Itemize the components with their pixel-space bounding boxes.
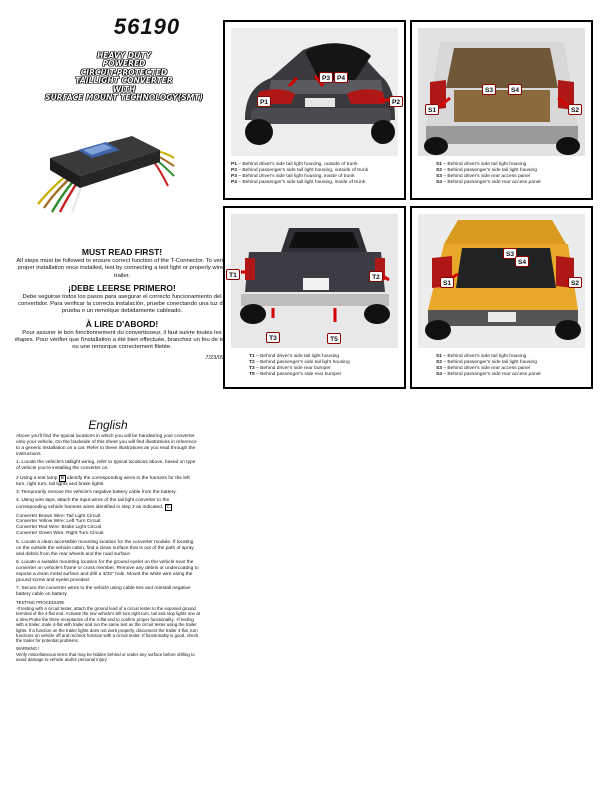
caption-line: S2 – Behind passenger's side tail light … bbox=[436, 360, 537, 366]
french-heading: À LIRE D'ABORD! bbox=[85, 318, 159, 329]
step-4: 4. Using wire taps, attach the input wir… bbox=[16, 498, 172, 512]
revision-date: 7/23/09 bbox=[205, 354, 224, 361]
panel-suv: S1 S2 S3 S4 S1 – Behind driver's side ta… bbox=[410, 20, 593, 200]
tag-s2: S2 bbox=[568, 104, 583, 115]
truck-rear-image bbox=[231, 214, 398, 348]
wire-item: Converter Red Wire: Brake Light Circuit bbox=[16, 525, 102, 531]
step-2: 2 Using a test lamp B identify the corre… bbox=[16, 474, 190, 487]
xterra-captions: S1 – Behind driver's side tail light hou… bbox=[436, 354, 586, 378]
title-line: WITH bbox=[112, 84, 136, 94]
step-5: 5. Locate a clean accessible mounting lo… bbox=[16, 539, 194, 557]
title-line: HEAVY DUTY bbox=[96, 51, 152, 60]
tag-t5: T5 bbox=[327, 333, 341, 344]
must-read-body: All steps must be followed to ensure cor… bbox=[16, 258, 228, 279]
english-title: English bbox=[88, 418, 128, 432]
caption-line: P2 – Behind passenger's side tail light … bbox=[231, 168, 369, 174]
tag-xterra-s1: S1 bbox=[440, 277, 455, 288]
caption-line: S4 – Behind passenger's side rear access… bbox=[436, 372, 541, 378]
french-body: Pour assurer le bon fonctionnement du co… bbox=[14, 329, 230, 351]
caption-line: S2 – Behind passenger's side tail light … bbox=[436, 168, 537, 174]
converter-module-image bbox=[37, 136, 175, 213]
wire-item: Converter Yellow Wire: Left Turn Circuit bbox=[16, 519, 101, 525]
figure-ref-b: B bbox=[58, 474, 66, 482]
tag-p2: P2 bbox=[389, 96, 404, 107]
wire-item: Converter Green Wire: Right Turn Circuit bbox=[16, 531, 104, 537]
part-number: 56190 bbox=[113, 14, 181, 39]
tag-t1: T1 bbox=[226, 269, 240, 280]
step-1: 1. Locate the vehicle's taillight wiring… bbox=[16, 460, 196, 472]
tag-p4: P4 bbox=[334, 72, 349, 83]
wire-harness bbox=[37, 149, 175, 213]
spanish-heading: ¡DEBE LEERSE PRIMERO! bbox=[68, 282, 176, 293]
tag-t2: T2 bbox=[369, 271, 383, 282]
tag-s3: S3 bbox=[482, 84, 497, 95]
sedan-captions: P1 – Behind driver's side tail light hou… bbox=[231, 162, 401, 186]
tag-xterra-s3: S3 bbox=[503, 248, 518, 259]
tag-xterra-s2: S2 bbox=[568, 277, 583, 288]
english-instructions: English Above you'll find the typical lo… bbox=[16, 418, 200, 665]
title-line: TAILLIGHT CONVERTER bbox=[75, 76, 173, 86]
testing-body: -If testing with a circuit tester, attac… bbox=[16, 605, 200, 644]
panel-sedan: P1 P2 P3 P4 P1 – Behind driver's side ta… bbox=[223, 20, 406, 200]
must-read-section: MUST READ FIRST! All steps must be follo… bbox=[14, 247, 230, 361]
caption-line: T5 – Behind passenger's side rear bumper bbox=[249, 372, 342, 378]
caption-line: S4 – Behind passenger's side rear access… bbox=[436, 180, 541, 186]
tag-p3: P3 bbox=[319, 72, 334, 83]
tag-t3: T3 bbox=[266, 332, 280, 343]
title-line: POWERED bbox=[102, 59, 146, 69]
panel-xterra: S1 S2 S3 S4 S1 – Behind driver's side ta… bbox=[410, 206, 593, 389]
step-7: 7. Secure the converter wires to the veh… bbox=[16, 586, 191, 598]
caption-line: T3 – Behind driver's side rear bumper bbox=[249, 366, 331, 372]
module-box bbox=[50, 136, 160, 188]
tag-s1: S1 bbox=[425, 104, 440, 115]
caption-line: T2 – Behind passenger's side tail light … bbox=[249, 360, 350, 366]
testing-heading: TESTING PROCEDURE bbox=[16, 600, 65, 606]
tag-s4: S4 bbox=[508, 84, 523, 95]
tag-p1: P1 bbox=[257, 96, 272, 107]
warning-heading: WARNING ! bbox=[16, 646, 40, 652]
title-line: SURFACE MOUNT TECHNOLOGY(SMT) bbox=[45, 93, 203, 103]
warning-body: Verify miscellaneous items that may be h… bbox=[16, 651, 195, 662]
step-6: 6. Locate a suitable mounting location f… bbox=[16, 559, 199, 583]
caption-line: T1 – Behind driver's side tail light hou… bbox=[249, 354, 340, 359]
figure-ref-c: C bbox=[164, 504, 172, 512]
must-read-heading: MUST READ FIRST! bbox=[81, 247, 163, 257]
product-title: HEAVY DUTY POWERED CIRCUIT-PROTECTED TAI… bbox=[14, 51, 234, 103]
instructions-intro: Above you'll find the typical locations … bbox=[16, 434, 197, 457]
title-line: CIRCUIT-PROTECTED bbox=[80, 67, 168, 77]
tag-xterra-s4: S4 bbox=[515, 256, 530, 267]
caption-line: S3 – Behind driver's side rear access pa… bbox=[436, 174, 530, 180]
caption-line: P3 – Behind driver's side tail light hou… bbox=[231, 174, 355, 180]
wire-item: Converter Brown Wire: Tail Light Circuit bbox=[16, 513, 101, 519]
wire-list: Converter Brown Wire: Tail Light Circuit… bbox=[16, 514, 200, 538]
sedan-rear-image bbox=[231, 28, 398, 156]
caption-line: P1 – Behind driver's side tail light hou… bbox=[231, 162, 358, 167]
suv-captions: S1 – Behind driver's side tail light hou… bbox=[436, 162, 586, 186]
caption-line: S1 – Behind driver's side tail light hou… bbox=[436, 354, 527, 359]
spanish-body: Debe seguirse todos los pasos para asegu… bbox=[18, 293, 226, 315]
panel-truck: T1 T2 T3 T5 T1 – Behind driver's side ta… bbox=[223, 206, 406, 389]
caption-line: P4 – Behind passenger's side tail light … bbox=[231, 180, 366, 186]
step-3: 3. Temporarily remove the vehicle's nega… bbox=[16, 489, 177, 495]
suv-rear-image bbox=[418, 28, 585, 156]
truck-captions: T1 – Behind driver's side tail light hou… bbox=[249, 354, 399, 378]
caption-line: S3 – Behind driver's side rear access pa… bbox=[436, 366, 530, 372]
caption-line: S1 – Behind driver's side tail light hou… bbox=[436, 162, 527, 167]
